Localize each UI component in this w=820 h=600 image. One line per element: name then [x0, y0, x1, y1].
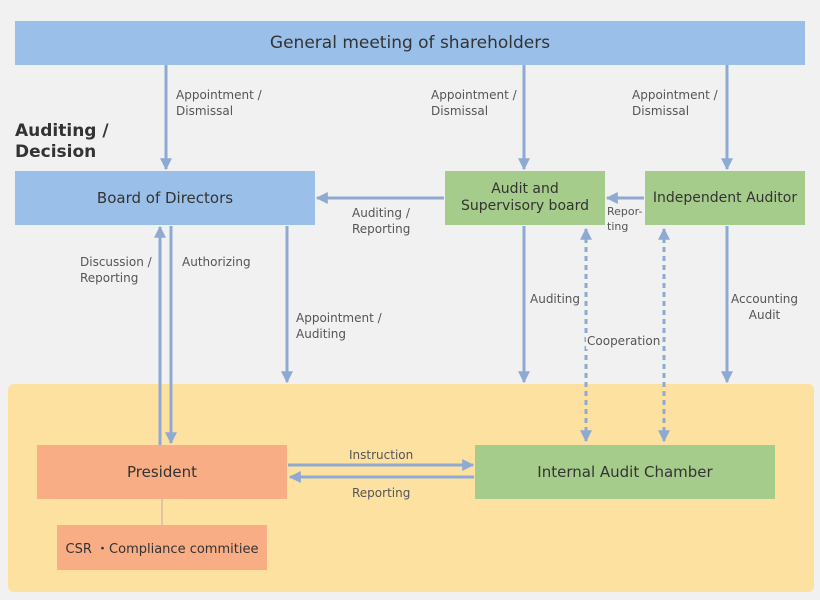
section-title-line2: Decision — [15, 142, 97, 162]
label-accounting-audit: Accounting Audit — [731, 292, 799, 322]
section-title: Auditing / Decision — [15, 121, 109, 163]
label-authorizing: Authorizing — [182, 255, 251, 269]
label-instruction: Instruction — [349, 448, 414, 462]
label-cooperation: Cooperation — [586, 333, 662, 349]
label-appointment-dismissal-1: Appointment / Dismissal — [176, 88, 262, 118]
board-of-directors-label: Board of Directors — [96, 189, 234, 207]
label-appointment-dismissal-2: Appointment / Dismissal — [431, 88, 517, 118]
label-discussion-reporting: Discussion / Reporting — [80, 255, 152, 285]
president-label: President — [127, 463, 197, 481]
label-auditing-reporting: Auditing / Reporting — [352, 206, 411, 236]
csr-label: CSR ・Compliance commitiee — [65, 542, 259, 557]
internal-audit-label: Internal Audit Chamber — [537, 463, 713, 481]
independent-auditor-box: Independent Auditor — [645, 171, 805, 225]
board-of-directors-box: Board of Directors — [15, 171, 315, 225]
section-title-line1: Auditing / — [15, 121, 109, 141]
label-appointment-auditing: Appointment / Auditing — [296, 311, 382, 341]
president-box: President — [37, 445, 287, 499]
label-reporting: Reporting — [352, 486, 411, 500]
label-reporting-short: Repor- ting — [607, 205, 643, 233]
shareholders-box: General meeting of shareholders — [15, 21, 805, 65]
audit-board-label-line1: Audit and — [491, 181, 559, 197]
internal-audit-box: Internal Audit Chamber — [475, 445, 775, 499]
audit-board-label-line2: Supervisory board — [461, 198, 589, 214]
audit-board-box: Audit and Supervisory board — [445, 171, 605, 225]
label-auditing: Auditing — [530, 292, 581, 306]
shareholders-label: General meeting of shareholders — [269, 33, 551, 53]
label-appointment-dismissal-3: Appointment / Dismissal — [632, 88, 718, 118]
independent-auditor-label: Independent Auditor — [652, 190, 798, 206]
csr-box: CSR ・Compliance commitiee — [57, 525, 267, 570]
